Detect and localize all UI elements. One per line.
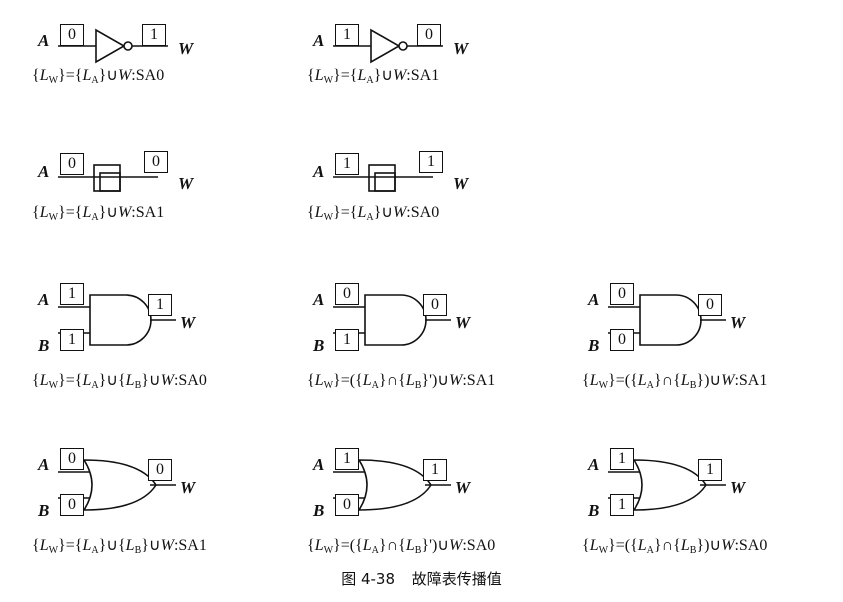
or-gate-body bbox=[357, 459, 432, 511]
input-label-a: A bbox=[38, 455, 50, 474]
figure-caption: 图 4-38 故障表传播值 bbox=[0, 572, 843, 587]
output-label-w: W bbox=[180, 313, 196, 332]
input-value-b: 0 bbox=[335, 494, 359, 516]
input-value-b: 0 bbox=[610, 329, 634, 351]
figure-number: 图 4-38 bbox=[341, 570, 395, 588]
input-value-a: 0 bbox=[335, 283, 359, 305]
buffer-box-outer bbox=[368, 164, 396, 192]
output-value-w: 0 bbox=[148, 459, 172, 481]
input-value-b: 1 bbox=[610, 494, 634, 516]
inverter-triangle bbox=[370, 28, 401, 64]
output-label-w: W bbox=[180, 478, 196, 497]
output-label-w: W bbox=[178, 39, 194, 58]
input-value-a: 0 bbox=[60, 24, 84, 46]
propagation-equation: {LW}=({LA}∩{LB})∪W:SA0 bbox=[582, 537, 768, 556]
input-label-b: B bbox=[313, 501, 325, 520]
propagation-equation: {LW}={LA}∪W:SA0 bbox=[32, 67, 165, 86]
input-value-a: 1 bbox=[335, 24, 359, 46]
input-value-a: 1 bbox=[335, 153, 359, 175]
output-value-w: 1 bbox=[148, 294, 172, 316]
input-label-b: B bbox=[588, 501, 600, 520]
input-value-a: 1 bbox=[335, 448, 359, 470]
or-gate-body bbox=[632, 459, 707, 511]
propagation-equation: {LW}={LA}∪W:SA1 bbox=[32, 204, 165, 223]
buffer-box-outer bbox=[93, 164, 121, 192]
output-value-w: 1 bbox=[419, 151, 443, 173]
buffer-box-inner bbox=[99, 172, 121, 192]
input-label-a: A bbox=[38, 290, 50, 309]
input-label-a: A bbox=[313, 162, 325, 181]
input-value-a: 0 bbox=[610, 283, 634, 305]
input-label-b: B bbox=[588, 336, 600, 355]
inverter-bubble bbox=[123, 41, 133, 51]
input-label-b: B bbox=[313, 336, 325, 355]
propagation-equation: {LW}={LA}∪{LB}∪W:SA0 bbox=[32, 372, 207, 391]
output-label-w: W bbox=[455, 478, 471, 497]
input-value-a: 0 bbox=[60, 153, 84, 175]
output-label-w: W bbox=[455, 313, 471, 332]
output-label-w: W bbox=[453, 39, 469, 58]
propagation-equation: {LW}={LA}∪{LB}∪W:SA1 bbox=[32, 537, 207, 556]
output-value-w: 1 bbox=[698, 459, 722, 481]
output-label-w: W bbox=[730, 478, 746, 497]
input-label-a: A bbox=[313, 31, 325, 50]
propagation-equation: {LW}=({LA}∩{LB}')∪W:SA1 bbox=[307, 372, 496, 391]
inverter-triangle bbox=[95, 28, 126, 64]
input-value-b: 1 bbox=[335, 329, 359, 351]
or-gate-body bbox=[82, 459, 157, 511]
output-value-w: 0 bbox=[417, 24, 441, 46]
input-label-a: A bbox=[313, 290, 325, 309]
output-label-w: W bbox=[730, 313, 746, 332]
propagation-equation: {LW}={LA}∪W:SA1 bbox=[307, 67, 440, 86]
input-label-a: A bbox=[588, 455, 600, 474]
output-label-w: W bbox=[178, 174, 194, 193]
output-value-w: 1 bbox=[423, 459, 447, 481]
output-value-w: 0 bbox=[423, 294, 447, 316]
input-label-a: A bbox=[313, 455, 325, 474]
and-gate-body bbox=[364, 294, 427, 346]
propagation-equation: {LW}=({LA}∩{LB})∪W:SA1 bbox=[582, 372, 768, 391]
figure-title: 故障表传播值 bbox=[411, 570, 502, 588]
and-gate-body bbox=[639, 294, 702, 346]
input-value-b: 1 bbox=[60, 329, 84, 351]
input-value-a: 1 bbox=[610, 448, 634, 470]
input-label-a: A bbox=[38, 31, 50, 50]
inverter-bubble bbox=[398, 41, 408, 51]
input-value-b: 0 bbox=[60, 494, 84, 516]
propagation-equation: {LW}=({LA}∩{LB}')∪W:SA0 bbox=[307, 537, 496, 556]
output-value-w: 0 bbox=[698, 294, 722, 316]
buffer-box-inner bbox=[374, 172, 396, 192]
propagation-equation: {LW}={LA}∪W:SA0 bbox=[307, 204, 440, 223]
input-label-b: B bbox=[38, 501, 50, 520]
input-value-a: 0 bbox=[60, 448, 84, 470]
output-label-w: W bbox=[453, 174, 469, 193]
input-label-a: A bbox=[38, 162, 50, 181]
and-gate-body bbox=[89, 294, 152, 346]
input-label-a: A bbox=[588, 290, 600, 309]
input-value-a: 1 bbox=[60, 283, 84, 305]
output-value-w: 1 bbox=[142, 24, 166, 46]
input-label-b: B bbox=[38, 336, 50, 355]
output-value-w: 0 bbox=[144, 151, 168, 173]
